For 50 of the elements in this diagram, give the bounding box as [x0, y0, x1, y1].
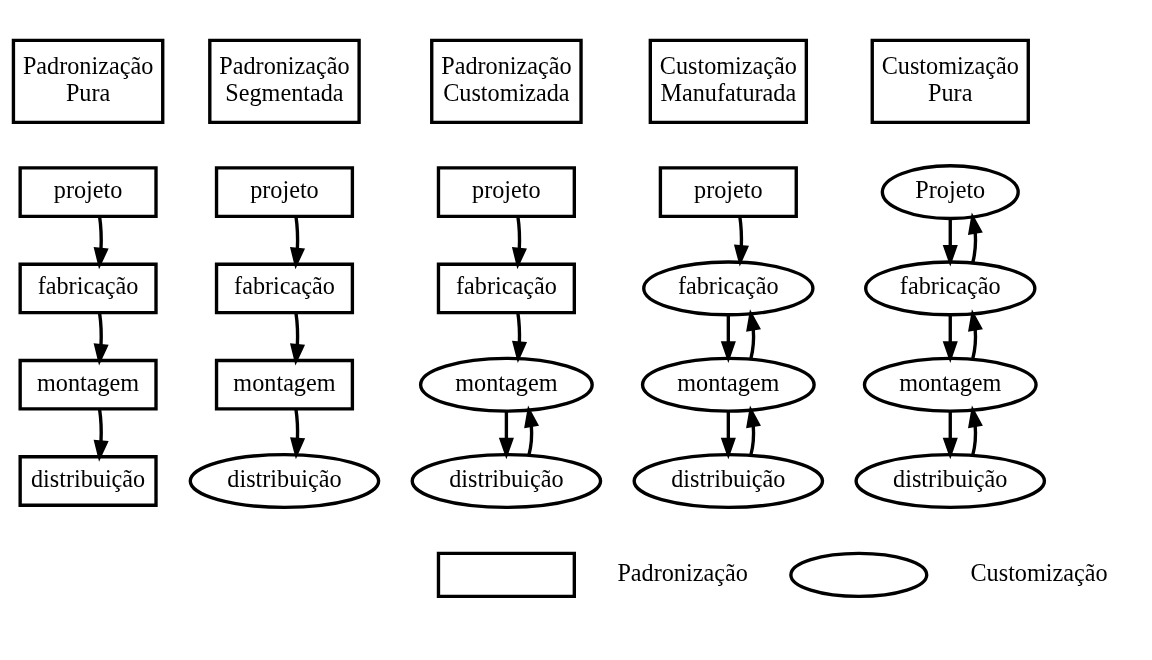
node-box: distribuição — [18, 454, 158, 507]
node-box — [436, 551, 576, 598]
node-box: Padronização Pura — [11, 38, 165, 124]
arrow — [511, 215, 527, 269]
node-ellipse: montagem — [862, 356, 1038, 413]
node-ellipse — [789, 551, 929, 598]
node-ellipse: fabricação — [864, 259, 1037, 316]
legend-label: Padronização — [617, 558, 748, 586]
arrow — [720, 411, 736, 459]
arrow — [290, 408, 306, 459]
arrow — [93, 312, 109, 366]
arrow — [290, 312, 305, 366]
node-box: Padronização Customizada — [430, 38, 583, 124]
node-ellipse: montagem — [418, 356, 594, 413]
arrow — [93, 215, 109, 269]
node-box: Customização Manufaturada — [648, 38, 808, 124]
node-ellipse: distribuição — [632, 452, 825, 509]
arrow — [967, 212, 983, 263]
node-ellipse: Projeto — [880, 163, 1020, 220]
node-box: Padronização Segmentada — [208, 38, 361, 124]
node-ellipse: distribuição — [854, 452, 1047, 509]
arrow — [290, 215, 305, 269]
node-ellipse: fabricação — [642, 259, 815, 316]
arrow — [968, 308, 983, 359]
arrow — [733, 215, 749, 267]
node-box: fabricação — [436, 262, 576, 314]
node-box: fabricação — [18, 262, 158, 314]
node-box: montagem — [18, 358, 158, 411]
legend-label: Customização — [970, 558, 1108, 586]
arrow — [746, 308, 761, 359]
node-box: projeto — [436, 165, 576, 218]
node-box: Customização Pura — [870, 38, 1030, 124]
arrow — [968, 405, 983, 455]
node-ellipse: distribuição — [410, 452, 603, 509]
node-ellipse: distribuição — [188, 452, 381, 509]
arrow — [942, 314, 958, 363]
arrow — [93, 408, 109, 462]
arrow — [942, 218, 958, 267]
node-ellipse: montagem — [640, 356, 816, 413]
arrow — [498, 411, 514, 459]
arrow — [942, 411, 958, 459]
arrow — [524, 405, 540, 455]
node-box: fabricação — [214, 262, 355, 314]
arrow — [746, 405, 761, 455]
arrow — [720, 314, 736, 363]
node-box: montagem — [214, 358, 355, 411]
node-box: projeto — [658, 165, 798, 218]
arrow — [512, 312, 528, 363]
node-box: projeto — [214, 165, 355, 218]
node-box: projeto — [18, 165, 158, 218]
